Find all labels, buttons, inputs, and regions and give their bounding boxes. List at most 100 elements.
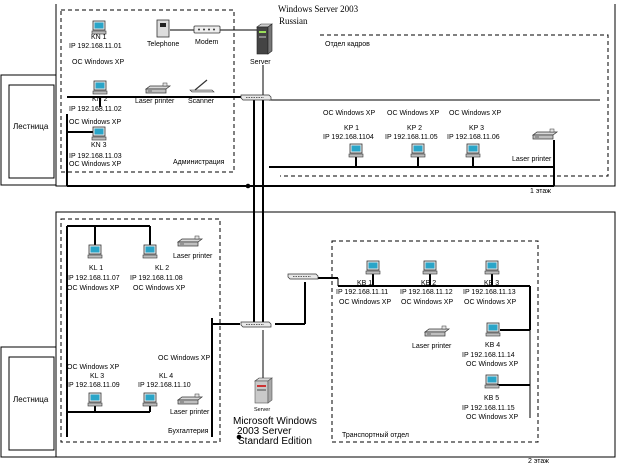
pc-kb3[interactable]: KB 3 IP 192.168.11.13 ОС Windows XP (463, 260, 516, 306)
pc-kb1[interactable]: KB 1 IP 192.168.11.11 ОС Windows XP (336, 260, 391, 306)
pc-os: ОС Windows XP (72, 59, 124, 66)
computer-icon (422, 260, 438, 275)
pc-os: ОС Windows XP (69, 119, 121, 126)
modem-icon (193, 25, 221, 34)
pc-kl1[interactable]: KL 1 IP 192.168.11.07 ОС Windows XP (67, 244, 120, 292)
telephone[interactable]: Telephone (147, 19, 179, 48)
pc-os: ОС Windows XP (466, 414, 518, 421)
network-switch-icon[interactable] (240, 321, 272, 328)
cable-junction (236, 434, 242, 440)
pc-ip: IP 192.168.11.07 (67, 275, 120, 282)
pc-kp3[interactable]: ОС Windows XP KP 3 IP 192.168.11.06 (447, 110, 501, 158)
pc-kp2[interactable]: ОС Windows XP KP 2 IP 192.168.11.05 (385, 110, 439, 158)
pc-os: ОС Windows XP (158, 355, 210, 362)
pc-os: ОС Windows XP (401, 299, 453, 306)
pc-kl4[interactable]: ОС Windows XP KL 4 IP 192.168.11.10 (138, 355, 210, 407)
pc-kl3[interactable]: ОС Windows XP KL 3 IP 192.168.11.09 (67, 364, 120, 407)
network-switch-icon[interactable] (240, 94, 272, 101)
printer-admin[interactable]: Laser printer (135, 82, 175, 105)
pc-os: ОС Windows XP (387, 110, 439, 117)
accounting-room-label: Бухгалтерия (168, 428, 209, 435)
computer-icon (91, 126, 107, 141)
pc-ip: IP 192.168.11.13 (463, 289, 516, 296)
pc-os: ОС Windows XP (339, 299, 391, 306)
printer-icon (177, 393, 203, 405)
hr-room-border (280, 34, 609, 177)
scanner-icon (189, 79, 215, 93)
server-os-line1: Microsoft Windows (233, 416, 317, 427)
pc-ip: IP 192.168.11.15 (462, 405, 515, 412)
pc-os: ОС Windows XP (133, 285, 185, 292)
server-floor2[interactable]: Server Microsoft Windows 2003 Server Sta… (233, 377, 317, 447)
server-os-line2: 2003 Server (237, 426, 292, 437)
printer-transport[interactable]: Laser printer (412, 325, 452, 350)
pc-ip: IP 192.168.11.08 (130, 275, 183, 282)
scanner-label: Scanner (188, 98, 215, 105)
printer-accounting-bottom[interactable]: Laser printer (170, 393, 210, 416)
server-os-line3: Standard Edition (238, 436, 312, 447)
computer-icon (92, 80, 108, 95)
pc-ip: IP 192.168.11.09 (67, 382, 120, 389)
pc-name: KN 2 (92, 96, 108, 103)
pc-name: KP 1 (344, 125, 359, 132)
floor2-outline (55, 211, 616, 458)
pc-ip: IP 192.168.11.11 (336, 289, 388, 296)
server-label: Server (254, 407, 270, 413)
pc-name: KB 1 (357, 280, 372, 287)
stairs-label: Лестница (13, 395, 49, 404)
computer-icon (365, 260, 381, 275)
pc-kn1[interactable]: KN 1 IP 192.168.11.01 ОС Windows XP (69, 20, 124, 66)
pc-kn2[interactable]: KN 2 IP 192.168.11.02 ОС Windows XP (69, 80, 122, 126)
printer-hr[interactable]: Laser printer (512, 128, 558, 163)
server-icon (256, 23, 273, 55)
stairs-floor1: Лестница (0, 74, 57, 186)
admin-room-border (60, 9, 235, 173)
floor2-label: 2 этаж (528, 458, 549, 465)
printer-label: Laser printer (135, 98, 175, 105)
computer-icon (91, 20, 107, 35)
pc-name: KL 1 (89, 265, 103, 272)
telephone-label: Telephone (147, 41, 179, 48)
pc-name: KB 2 (421, 280, 436, 287)
pc-kn3[interactable]: KN 3 IP 192.168.11.03 ОС Windows XP (69, 126, 122, 168)
pc-ip: IP 192.168.11.03 (69, 153, 122, 160)
printer-icon (145, 82, 171, 94)
printer-label: Laser printer (412, 343, 452, 350)
modem[interactable]: Modem (193, 25, 221, 46)
network-switch-icon[interactable] (287, 273, 319, 280)
pc-ip: IP 192.168.1104 (323, 134, 374, 141)
printer-icon (177, 235, 203, 247)
pc-kb2[interactable]: KB 2 IP 192.168.11.12 ОС Windows XP (400, 260, 453, 306)
computer-icon (465, 143, 481, 158)
pc-ip: IP 192.168.11.14 (462, 352, 515, 359)
pc-name: KP 2 (407, 125, 422, 132)
computer-icon (87, 392, 103, 407)
computer-icon (142, 244, 158, 259)
server-os-language: Russian (279, 16, 308, 26)
scanner[interactable]: Scanner (188, 79, 215, 105)
pc-ip: IP 192.168.11.02 (69, 106, 122, 113)
computer-icon (410, 143, 426, 158)
printer-icon (532, 128, 558, 140)
stairs-label: Лестница (13, 122, 49, 131)
printer-accounting-top[interactable]: Laser printer (173, 235, 213, 260)
telephone-icon (156, 19, 170, 38)
pc-name: KN 1 (91, 34, 107, 41)
pc-os: ОС Windows XP (464, 299, 516, 306)
pc-os: ОС Windows XP (323, 110, 375, 117)
server-floor1[interactable]: Server (250, 23, 273, 66)
pc-ip: IP 192.168.11.10 (138, 382, 191, 389)
pc-kb4[interactable]: KB 4 IP 192.168.11.14 ОС Windows XP (462, 322, 518, 368)
pc-os: ОС Windows XP (69, 161, 121, 168)
pc-kp1[interactable]: ОС Windows XP KP 1 IP 192.168.1104 (323, 110, 375, 158)
pc-kb5[interactable]: KB 5 IP 192.168.11.15 ОС Windows XP (462, 374, 518, 421)
pc-ip: IP 192.168.11.12 (400, 289, 453, 296)
pc-os: ОС Windows XP (466, 361, 518, 368)
pc-name: KL 2 (155, 265, 169, 272)
pc-name: KL 3 (90, 373, 104, 380)
pc-name: KL 4 (159, 373, 173, 380)
server-icon (254, 377, 273, 404)
pc-kl2[interactable]: KL 2 IP 192.168.11.08 ОС Windows XP (130, 244, 185, 292)
modem-label: Modem (195, 39, 219, 46)
